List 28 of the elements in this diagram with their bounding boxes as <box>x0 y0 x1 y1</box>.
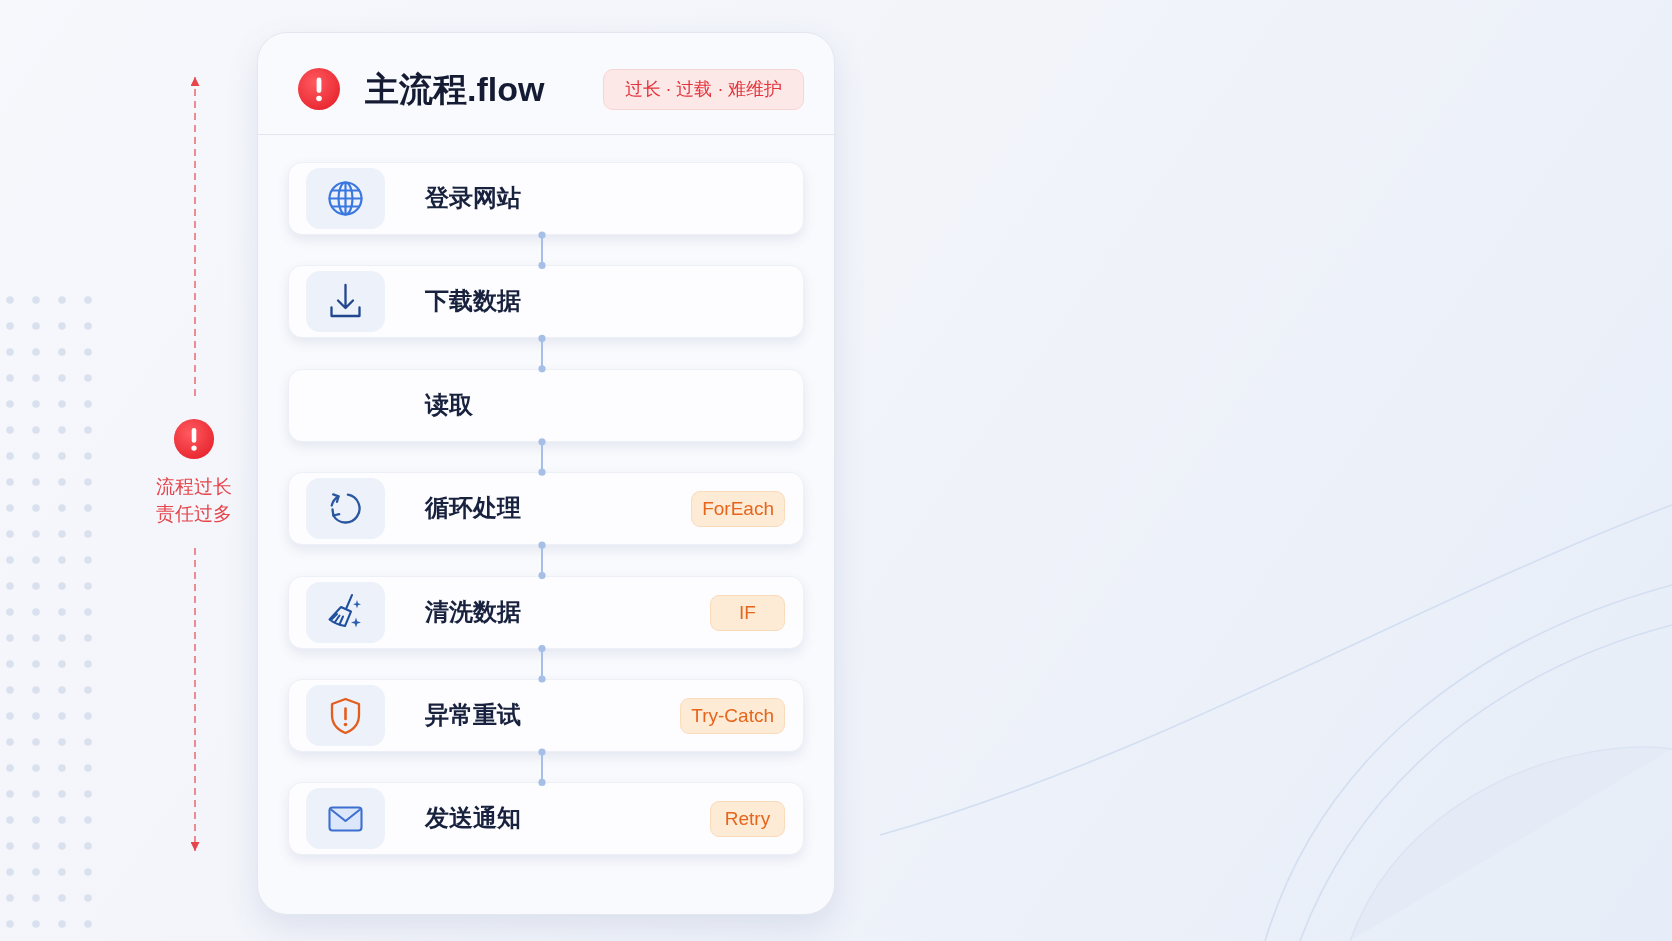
connector <box>538 645 546 683</box>
tag-chip: Try-Catch <box>680 698 785 734</box>
step-card <box>288 265 804 339</box>
step-label: 循环处理 <box>425 493 521 524</box>
panel-card <box>257 32 835 915</box>
tag-chip: ForEach <box>691 491 785 528</box>
tag-chip: IF <box>710 594 785 631</box>
tag-chip: Retry <box>710 801 785 838</box>
step-card <box>288 368 804 442</box>
card-title: 主流程.flow <box>365 69 545 109</box>
connector <box>538 748 546 786</box>
step-label: 发送通知 <box>425 803 521 834</box>
step-card <box>288 782 804 856</box>
step-label: 读取 <box>425 389 473 420</box>
step-card <box>288 162 804 235</box>
warning-tag: 过长 · 过载 · 难维护 <box>603 69 804 110</box>
connector <box>538 334 546 373</box>
warning-label: 流程过长责任过多 <box>155 475 233 526</box>
step-card <box>288 575 804 649</box>
step-label: 登录网站 <box>425 183 521 213</box>
connector <box>538 438 546 476</box>
step-card <box>288 472 804 546</box>
connector <box>538 231 546 269</box>
step-label: 清洗数据 <box>425 596 521 627</box>
step-label: 下载数据 <box>425 286 521 317</box>
step-label: 异常重试 <box>425 700 521 730</box>
step-card <box>288 679 804 752</box>
connector <box>538 541 546 580</box>
